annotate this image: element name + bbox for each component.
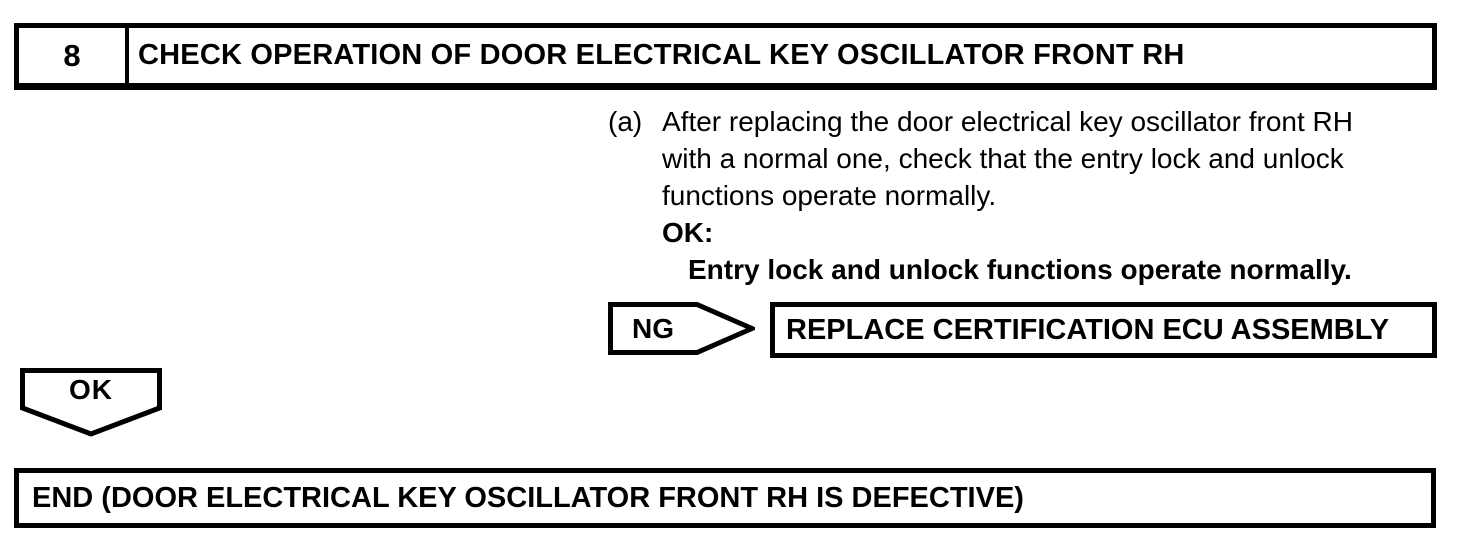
step-title: CHECK OPERATION OF DOOR ELECTRICAL KEY O… [138, 39, 1185, 71]
ok-branch-connector: OK [20, 368, 162, 437]
end-result-box: END (DOOR ELECTRICAL KEY OSCILLATOR FRON… [14, 468, 1436, 528]
ok-criteria-text: Entry lock and unlock functions operate … [688, 254, 1352, 285]
ok-arrow-icon [20, 368, 162, 437]
ok-criteria-label: OK: [662, 217, 714, 248]
procedure-line: functions operate normally. [662, 180, 997, 211]
ok-branch-label: OK [69, 374, 113, 405]
procedure-line: After replacing the door electrical key … [662, 106, 1353, 137]
ng-arrow-icon [608, 302, 755, 355]
ng-branch-label: NG [632, 312, 674, 344]
procedure-item-marker: (a) [608, 106, 643, 137]
step-header: 8 CHECK OPERATION OF DOOR ELECTRICAL KEY… [14, 23, 1437, 90]
ng-branch-connector: NG [608, 302, 755, 355]
step-number: 8 [19, 28, 129, 83]
procedure-line: with a normal one, check that the entry … [662, 143, 1344, 174]
ng-action-box: REPLACE CERTIFICATION ECU ASSEMBLY [770, 302, 1437, 358]
procedure-block: (a) After replacing the door electrical … [608, 103, 1353, 288]
procedure-text: After replacing the door electrical key … [662, 103, 1353, 288]
